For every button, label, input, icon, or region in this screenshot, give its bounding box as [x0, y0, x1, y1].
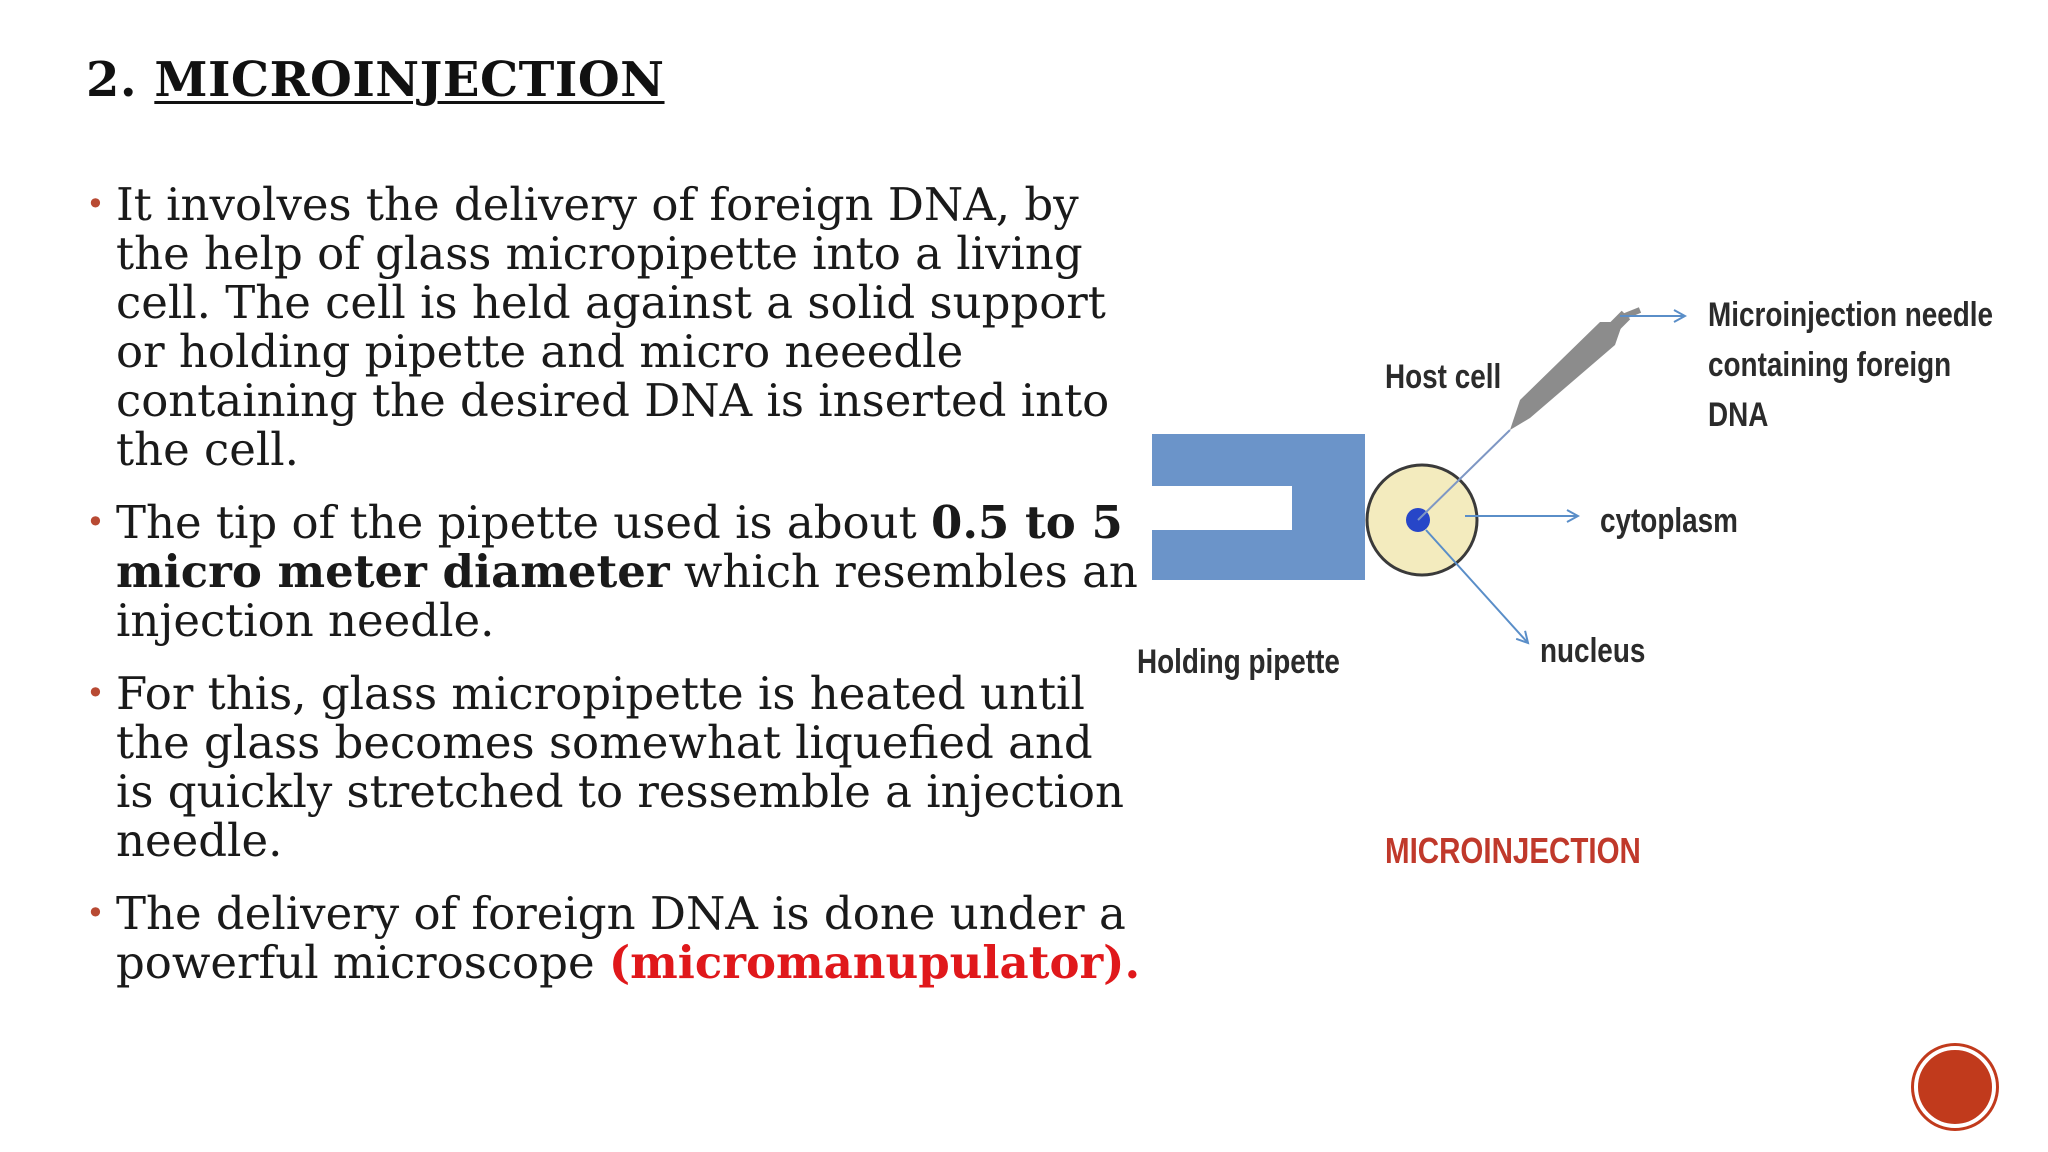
- holding-pipette-shape: [1152, 434, 1365, 580]
- needle-label: Microinjection needle containing foreign…: [1708, 290, 1993, 440]
- diagram-caption: MICROINJECTION: [1385, 830, 1641, 871]
- bullet-text: The delivery of foreign DNA is done unde…: [116, 887, 1126, 989]
- needle-tip-line: [1417, 429, 1511, 521]
- bullet-text: For this, glass micropipette is heated u…: [116, 667, 1124, 867]
- nucleus-arrow: [1425, 529, 1528, 643]
- nucleus-label: nucleus: [1540, 632, 1646, 670]
- slide-heading: MICROINJECTION: [154, 52, 665, 108]
- diagram-graphic: [1152, 307, 2020, 900]
- bullet-text: which resembles an injection needle.: [116, 545, 1138, 647]
- slide-number: 2.: [86, 52, 138, 108]
- needle-label-line: DNA: [1708, 396, 1769, 434]
- microinjection-diagram: Microinjection needle containing foreign…: [1120, 280, 2020, 900]
- bullet-glyph: •: [86, 185, 105, 223]
- bullet-glyph: •: [86, 894, 105, 932]
- bullet-item: • The delivery of foreign DNA is done un…: [84, 889, 1144, 987]
- needle-label-line: containing foreign: [1708, 346, 1952, 384]
- bullet-glyph: •: [86, 674, 105, 712]
- bullet-text: It involves the delivery of foreign DNA,…: [116, 178, 1110, 476]
- needle-label-line: Microinjection needle: [1708, 296, 1994, 334]
- bullet-highlight-text: (micromanupulator).: [608, 936, 1141, 989]
- bullet-item: • The tip of the pipette used is about 0…: [84, 498, 1144, 645]
- bullet-list: • It involves the delivery of foreign DN…: [84, 180, 1144, 1011]
- needle-plunger: [1587, 310, 1631, 354]
- bullet-glyph: •: [86, 503, 105, 541]
- slide-nav-button[interactable]: [1914, 1046, 1996, 1128]
- cytoplasm-label: cytoplasm: [1600, 502, 1738, 540]
- slide-title: 2. MICROINJECTION: [86, 52, 665, 108]
- host-cell-label: Host cell: [1385, 358, 1502, 396]
- holding-pipette-label: Holding pipette: [1137, 643, 1340, 681]
- bullet-item: • For this, glass micropipette is heated…: [84, 669, 1144, 865]
- bullet-item: • It involves the delivery of foreign DN…: [84, 180, 1144, 474]
- bullet-text: The tip of the pipette used is about: [116, 496, 932, 549]
- bullet-bold-text: 0.5 to 5 micro meter diameter: [116, 496, 1123, 598]
